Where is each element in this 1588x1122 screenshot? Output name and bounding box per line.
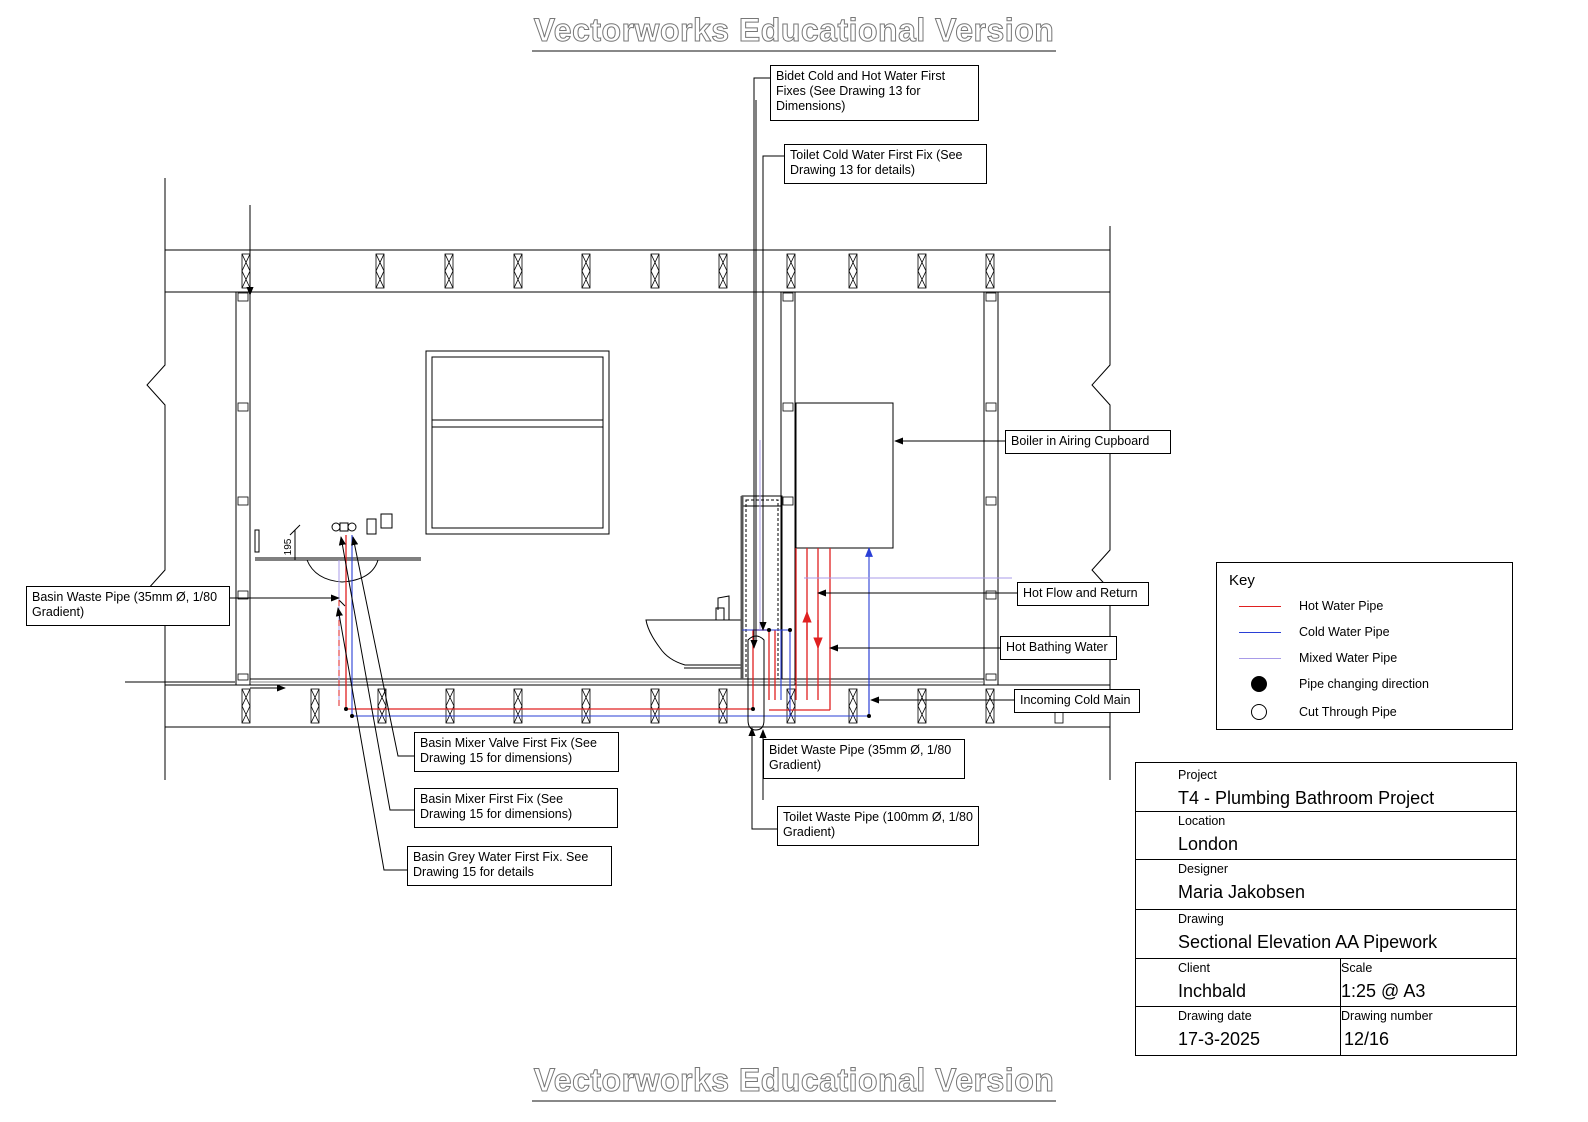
open-circle-icon [1251,704,1267,720]
boxing [740,495,783,680]
hot-water-pipes [345,535,831,711]
callout-hot-flow-return: Hot Flow and Return [1017,582,1149,606]
callout-toilet-cold: Toilet Cold Water First Fix (See Drawing… [784,144,987,184]
callout-toilet-waste: Toilet Waste Pipe (100mm Ø, 1/80 Gradien… [777,806,979,846]
wall-studs [237,292,997,681]
callout-basin-grey: Basin Grey Water First Fix. See Drawing … [407,846,612,886]
title-block: Project T4 - Plumbing Bathroom Project L… [1135,762,1517,1056]
tb-value: Maria Jakobsen [1178,882,1306,902]
legend-key: Key Hot Water Pipe Cold Water Pipe Mixed… [1216,562,1513,730]
tb-drawing: Drawing Sectional Elevation AA Pipework [1136,907,1516,955]
hot-pipe-line-icon [1239,606,1281,607]
legend-label: Cut Through Pipe [1299,705,1397,719]
callout-incoming-cold: Incoming Cold Main [1014,689,1140,713]
legend-label: Mixed Water Pipe [1299,651,1398,665]
legend-label: Hot Water Pipe [1299,599,1384,613]
tb-value: 1:25 @ A3 [1341,981,1426,1001]
tb-label: Project [1178,768,1217,782]
tb-value: Inchbald [1178,981,1247,1001]
legend-item-direction: Pipe changing direction [1217,675,1512,695]
tb-value: Sectional Elevation AA Pipework [1178,932,1438,952]
tb-location: Location London [1136,809,1516,857]
cold-pipe-line-icon [1239,632,1281,633]
tb-number: Drawing number 12/16 [1299,1004,1516,1052]
direction-dots [344,628,871,718]
ceiling-joists [241,253,995,289]
tb-client: Client Inchbald [1136,956,1326,1004]
tb-value: London [1178,834,1239,854]
building-structure [125,178,1111,780]
tb-value: 12/16 [1344,1029,1390,1049]
legend-item-cold: Cold Water Pipe [1217,623,1512,643]
leader-lines [230,77,1017,871]
tb-label: Client [1178,961,1210,975]
callout-basin-mixer: Basin Mixer First Fix (See Drawing 15 fo… [414,788,618,828]
callout-bidet-waste: Bidet Waste Pipe (35mm Ø, 1/80 Gradient) [763,739,965,779]
legend-title: Key [1229,572,1255,589]
callout-bidet-cold-hot: Bidet Cold and Hot Water First Fixes (Se… [770,65,979,121]
tb-label: Location [1178,814,1226,828]
tb-date: Drawing date 17-3-2025 [1136,1004,1326,1052]
tb-designer: Designer Maria Jakobsen [1136,857,1516,905]
tb-label: Scale [1341,961,1373,975]
toilet [645,595,742,669]
callout-basin-waste: Basin Waste Pipe (35mm Ø, 1/80 Gradient) [26,586,230,626]
tb-label: Drawing date [1178,1009,1252,1023]
tb-project: Project T4 - Plumbing Bathroom Project [1136,763,1516,811]
filled-circle-icon [1251,676,1267,692]
tb-label: Drawing [1178,912,1224,926]
dimension-195-label: 195 [283,538,294,555]
callout-basin-mixer-valve: Basin Mixer Valve First Fix (See Drawing… [414,732,619,772]
window [425,350,610,535]
callout-boiler: Boiler in Airing Cupboard [1005,430,1171,454]
watermark-bottom: Vectorworks Educational Version [0,1062,1588,1102]
legend-item-mixed: Mixed Water Pipe [1217,649,1512,669]
callout-hot-bathing: Hot Bathing Water [1000,636,1117,660]
boiler [795,402,894,549]
floor-joists [241,688,1064,724]
toilet-waste-pipe [747,100,765,731]
watermark-text: Vectorworks Educational Version [531,1062,1057,1102]
tb-value: 17-3-2025 [1178,1029,1261,1049]
legend-label: Pipe changing direction [1299,677,1429,691]
watermark-text: Vectorworks Educational Version [531,12,1057,52]
watermark-top: Vectorworks Educational Version [0,12,1588,52]
tb-label: Drawing number [1341,1009,1433,1023]
tb-label: Designer [1178,862,1229,876]
mixed-pipe-line-icon [1239,658,1281,659]
tb-value: T4 - Plumbing Bathroom Project [1178,788,1435,808]
legend-item-hot: Hot Water Pipe [1217,597,1512,617]
basin [254,513,421,607]
legend-label: Cold Water Pipe [1299,625,1390,639]
tb-scale: Scale 1:25 @ A3 [1299,956,1516,1004]
legend-item-cut: Cut Through Pipe [1217,703,1512,723]
